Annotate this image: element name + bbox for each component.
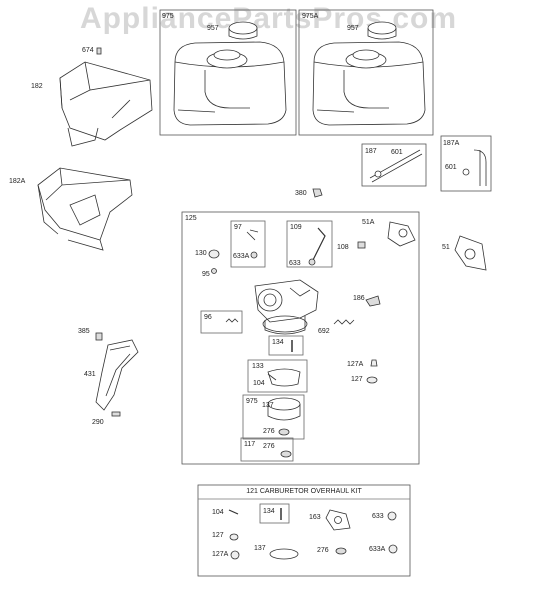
label-957: 957 bbox=[207, 25, 219, 32]
label-104: 104 bbox=[253, 380, 265, 387]
kit-seat-127a-icon bbox=[230, 550, 240, 560]
spring-96-icon bbox=[225, 318, 239, 323]
label-633: 633 bbox=[289, 260, 301, 267]
label-51: 51 bbox=[442, 244, 450, 251]
kit-label-127a: 127A bbox=[212, 551, 229, 558]
fuel-line-187a-icon bbox=[462, 149, 487, 186]
label-601b: 601 bbox=[445, 164, 457, 171]
screw-290-icon bbox=[111, 411, 121, 417]
kit-label-134: 134 bbox=[263, 508, 275, 515]
kit-label-633a: 633A bbox=[369, 546, 386, 553]
label-97: 97 bbox=[234, 224, 242, 231]
label-182: 182 bbox=[31, 83, 43, 90]
washer-276-icon bbox=[280, 450, 292, 458]
label-674: 674 bbox=[82, 47, 94, 54]
label-95: 95 bbox=[202, 271, 210, 278]
kit-washer-276-icon bbox=[335, 547, 347, 555]
label-108: 108 bbox=[337, 244, 349, 251]
screw-97-icon bbox=[246, 229, 259, 259]
fitting-186-icon bbox=[365, 295, 381, 307]
label-290: 290 bbox=[92, 419, 104, 426]
kit-header: 121 CARBURETOR OVERHAUL KIT bbox=[198, 485, 410, 499]
bracket-182-icon bbox=[59, 61, 153, 147]
label-601: 601 bbox=[391, 149, 403, 156]
label-975: 975 bbox=[162, 13, 174, 20]
label-117: 117 bbox=[244, 441, 256, 448]
seat-127a-icon bbox=[370, 359, 378, 367]
screw-95-icon bbox=[211, 268, 217, 274]
bolt-674-icon bbox=[96, 47, 102, 55]
label-187a: 187A bbox=[443, 140, 460, 147]
gasket-51a-icon bbox=[387, 221, 416, 247]
float-133-icon bbox=[267, 368, 301, 387]
nut-380-icon bbox=[312, 188, 323, 198]
solenoid-109-icon bbox=[308, 227, 326, 266]
float-bowl-975-icon bbox=[267, 397, 301, 436]
label-633a: 633A bbox=[233, 253, 250, 260]
label-130: 130 bbox=[195, 250, 207, 257]
kit-label-163: 163 bbox=[309, 514, 321, 521]
kit-seat-633a-icon bbox=[388, 544, 398, 554]
label-187: 187 bbox=[365, 148, 377, 155]
kit-seat-633-icon bbox=[387, 511, 397, 521]
kit-label-276: 276 bbox=[317, 547, 329, 554]
label-957b: 957 bbox=[347, 25, 359, 32]
seat-127-icon bbox=[366, 376, 378, 384]
label-133: 133 bbox=[252, 363, 264, 370]
label-276b: 276 bbox=[263, 443, 275, 450]
carburetor-icon bbox=[254, 279, 319, 335]
label-385: 385 bbox=[78, 328, 90, 335]
label-380: 380 bbox=[295, 190, 307, 197]
screw-385-icon bbox=[95, 332, 103, 341]
intake-tube-431-icon bbox=[95, 339, 139, 411]
washer-130-icon bbox=[208, 249, 220, 259]
label-692: 692 bbox=[318, 328, 330, 335]
kit-title: 121 CARBURETOR OVERHAUL KIT bbox=[246, 488, 362, 495]
label-975b: 975 bbox=[246, 398, 258, 405]
label-431: 431 bbox=[84, 371, 96, 378]
label-51a: 51A bbox=[362, 219, 375, 226]
fuel-line-187-icon bbox=[369, 149, 423, 183]
label-109: 109 bbox=[290, 224, 302, 231]
kit-label-137: 137 bbox=[254, 545, 266, 552]
kit-pin-104-icon bbox=[228, 509, 239, 515]
label-186: 186 bbox=[353, 295, 365, 302]
kit-seat-127-icon bbox=[229, 533, 239, 541]
kit-label-127: 127 bbox=[212, 532, 224, 539]
part-108-icon bbox=[357, 241, 366, 249]
label-125: 125 bbox=[185, 215, 197, 222]
kit-label-104: 104 bbox=[212, 509, 224, 516]
label-134: 134 bbox=[272, 339, 284, 346]
label-975a: 975A bbox=[302, 13, 319, 20]
fuel-tank-975a-icon bbox=[312, 21, 426, 126]
kit-label-633: 633 bbox=[372, 513, 384, 520]
fuel-tank-975-icon bbox=[173, 21, 287, 126]
kit-gasket-163-icon bbox=[325, 509, 351, 531]
label-127: 127 bbox=[351, 376, 363, 383]
label-276: 276 bbox=[263, 428, 275, 435]
gasket-51-icon bbox=[454, 235, 487, 271]
label-96: 96 bbox=[204, 314, 212, 321]
kit-gasket-137-icon bbox=[269, 548, 299, 560]
label-182a: 182A bbox=[9, 178, 26, 185]
label-127a: 127A bbox=[347, 361, 364, 368]
label-137: 137 bbox=[262, 402, 274, 409]
bracket-182a-icon bbox=[37, 167, 133, 251]
spring-692-icon bbox=[333, 319, 355, 325]
